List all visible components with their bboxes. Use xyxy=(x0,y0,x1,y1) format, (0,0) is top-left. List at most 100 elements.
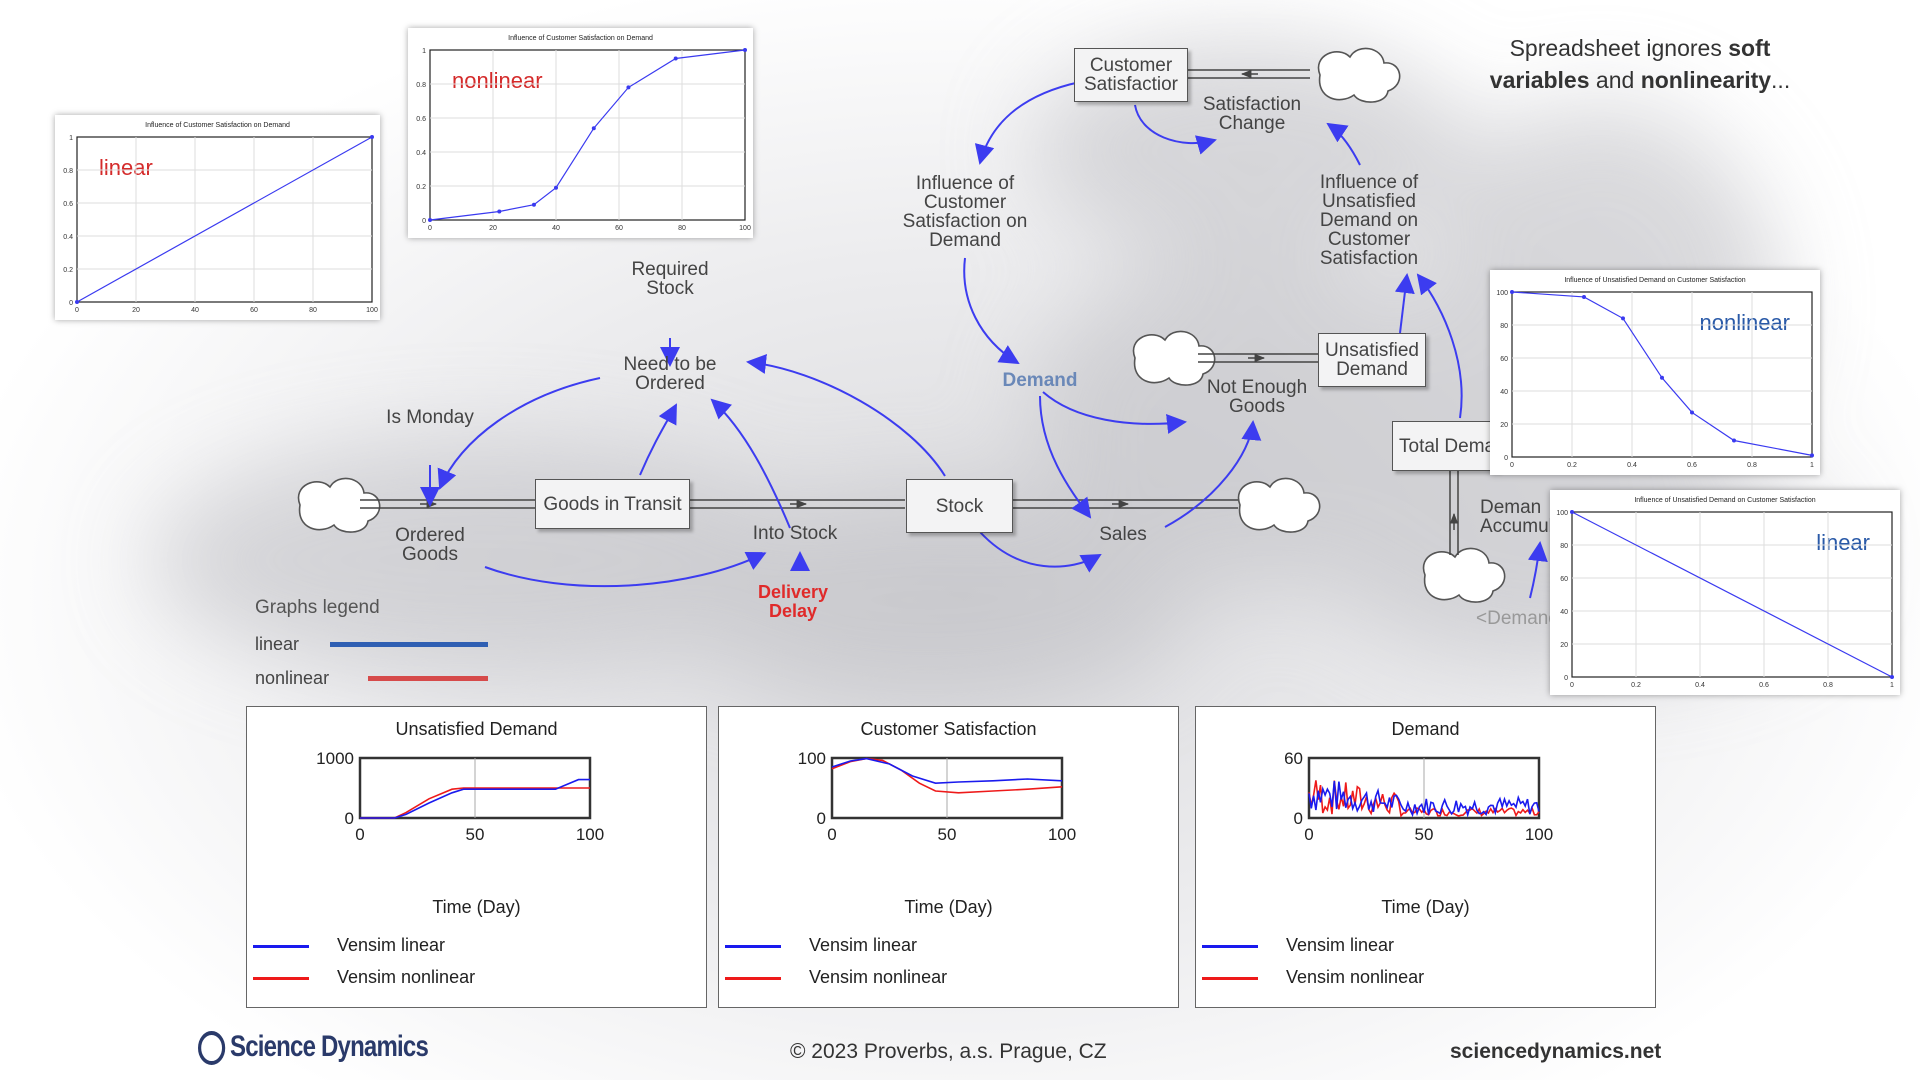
lookup-xtick: 40 xyxy=(191,307,199,314)
graphs-legend-nonlinear-swatch xyxy=(368,676,488,681)
lookup-xtick: 60 xyxy=(615,225,623,232)
lookup-point xyxy=(1890,675,1894,679)
cloud-unsatisfied-source-icon xyxy=(1132,330,1216,386)
plot-ytick: 1000 xyxy=(316,752,354,768)
panel-title: Customer Satisfaction xyxy=(860,719,1037,739)
lookup-xtick: 0.8 xyxy=(1747,462,1757,469)
lookup-ytick: 20 xyxy=(1500,422,1508,429)
lookup-xtick: 40 xyxy=(552,225,560,232)
graphs-legend-linear-label: linear xyxy=(255,634,300,654)
plot-ytick: 0 xyxy=(345,809,354,828)
lookup-ytick: 20 xyxy=(1560,642,1568,649)
lookup-point xyxy=(1582,294,1586,299)
lookup-point xyxy=(1660,375,1664,380)
panel-xlabel: Time (Day) xyxy=(432,897,521,917)
lookup-point xyxy=(743,48,747,52)
total-demand-stock[interactable]: Total Dema xyxy=(1392,421,1499,471)
lookup-ytick: 80 xyxy=(1560,543,1568,550)
need-to-be-ordered-label: Need to be Ordered xyxy=(623,354,717,394)
lookup-xtick: 60 xyxy=(250,307,258,314)
lookup-xtick: 0.4 xyxy=(1695,682,1705,689)
lookup-xtick: 0.2 xyxy=(1631,682,1641,689)
lookup-ytick: 0.4 xyxy=(63,234,73,241)
ordered-goods-label[interactable]: Ordered Goods xyxy=(395,525,465,565)
legend-vensim-linear: Vensim linear xyxy=(1202,935,1394,956)
lookup-ytick: 40 xyxy=(1560,609,1568,616)
plot-xtick: 0 xyxy=(827,825,836,844)
lookup-ytick: 0.4 xyxy=(416,150,426,157)
website-link[interactable]: sciencedynamics.net xyxy=(1450,1040,1662,1063)
plot-xtick: 50 xyxy=(1415,825,1434,844)
lookup-plot-frame xyxy=(429,49,746,221)
lookup-point xyxy=(626,85,631,90)
lookup-point xyxy=(1621,316,1625,321)
sales-label[interactable]: Sales xyxy=(1099,524,1147,545)
lookup-point xyxy=(75,300,79,304)
lookup-ytick: 0.2 xyxy=(63,267,73,274)
graphs-legend-nonlinear-label: nonlinear xyxy=(255,668,330,688)
lookup-xtick: 80 xyxy=(309,307,317,314)
influence-ud-on-cs-label[interactable]: Influence of Unsatisfied Demand on Custo… xyxy=(1319,172,1419,269)
legend-vensim-linear: Vensim linear xyxy=(253,935,445,956)
demand-shadow-variable[interactable]: <Demand> xyxy=(1476,608,1571,629)
satisfaction-change-label[interactable]: Satisfaction Change xyxy=(1202,94,1302,134)
lookup-ytick: 1 xyxy=(69,135,73,142)
unsatisfied-demand-stock[interactable]: Unsatisfied Demand xyxy=(1318,333,1426,387)
lookup-xtick: 0 xyxy=(1510,462,1514,469)
cloud-source-icon xyxy=(297,477,381,533)
goods-in-transit-stock[interactable]: Goods in Transit xyxy=(535,479,690,529)
lookup-point xyxy=(554,185,558,190)
delivery-delay-label[interactable]: Delivery Delay xyxy=(757,582,829,621)
customer-satisfaction-stock[interactable]: Customer Satisfactior xyxy=(1074,48,1188,102)
lookup-xtick: 0.8 xyxy=(1823,682,1833,689)
science-dynamics-logo[interactable]: Science Dynamics xyxy=(198,1030,429,1066)
lookup-chart-ud-nonlinear: Influence of Unsatisfied Demand on Custo… xyxy=(1490,270,1820,475)
required-stock-label: Required Stock xyxy=(631,259,709,299)
lookup-xtick: 0.2 xyxy=(1567,462,1577,469)
demand-accumulation-label[interactable]: Deman Accumula xyxy=(1480,498,1560,536)
lookup-ytick: 0 xyxy=(1504,455,1508,462)
lookup-ytick: 40 xyxy=(1500,389,1508,396)
lookup-chart-ud-linear: Influence of Unsatisfied Demand on Custo… xyxy=(1550,490,1900,695)
cloud-sink-icon xyxy=(1237,477,1321,533)
plot-xtick: 50 xyxy=(466,825,485,844)
lookup-point xyxy=(1570,510,1574,514)
lookup-ytick: 0.6 xyxy=(63,201,73,208)
lookup-curve xyxy=(76,136,373,303)
series-line xyxy=(360,778,590,819)
lookup-point xyxy=(1690,410,1694,415)
panel-xlabel: Time (Day) xyxy=(1381,897,1470,917)
plot-xtick: 0 xyxy=(1304,825,1313,844)
lookup-tag: nonlinear xyxy=(452,68,543,93)
lookup-point xyxy=(531,202,536,207)
legend-vensim-nonlinear: Vensim nonlinear xyxy=(253,967,475,988)
lookup-point xyxy=(673,56,678,61)
into-stock-label[interactable]: Into Stock xyxy=(752,523,838,544)
graphs-legend-linear-swatch xyxy=(330,642,488,647)
lookup-title: Influence of Customer Satisfaction on De… xyxy=(508,35,653,42)
plot-xtick: 100 xyxy=(1048,825,1076,844)
lookup-ytick: 0.8 xyxy=(63,168,73,175)
not-enough-goods-label[interactable]: Not Enough Goods xyxy=(1206,377,1308,417)
copyright-text: © 2023 Proverbs, a.s. Prague, CZ xyxy=(790,1040,1107,1063)
lookup-chart-cs-linear: Influence of Customer Satisfaction on De… xyxy=(55,115,380,320)
lookup-ytick: 0.6 xyxy=(416,116,426,123)
influence-cs-on-demand-label[interactable]: Influence of Customer Satisfaction on De… xyxy=(902,173,1028,251)
plot-xtick: 100 xyxy=(576,825,604,844)
lookup-xtick: 20 xyxy=(132,307,140,314)
stock-box[interactable]: Stock xyxy=(906,479,1013,533)
lookup-ytick: 0.2 xyxy=(416,184,426,191)
lookup-ytick: 60 xyxy=(1560,576,1568,583)
panel-title: Unsatisfied Demand xyxy=(395,719,558,739)
lookup-xtick: 0.6 xyxy=(1687,462,1697,469)
graphs-legend-title: Graphs legend xyxy=(255,597,380,618)
lookup-ytick: 80 xyxy=(1500,323,1508,330)
lookup-point xyxy=(497,209,502,214)
lookup-xtick: 0 xyxy=(428,225,432,232)
demand-label[interactable]: Demand xyxy=(1002,370,1078,391)
